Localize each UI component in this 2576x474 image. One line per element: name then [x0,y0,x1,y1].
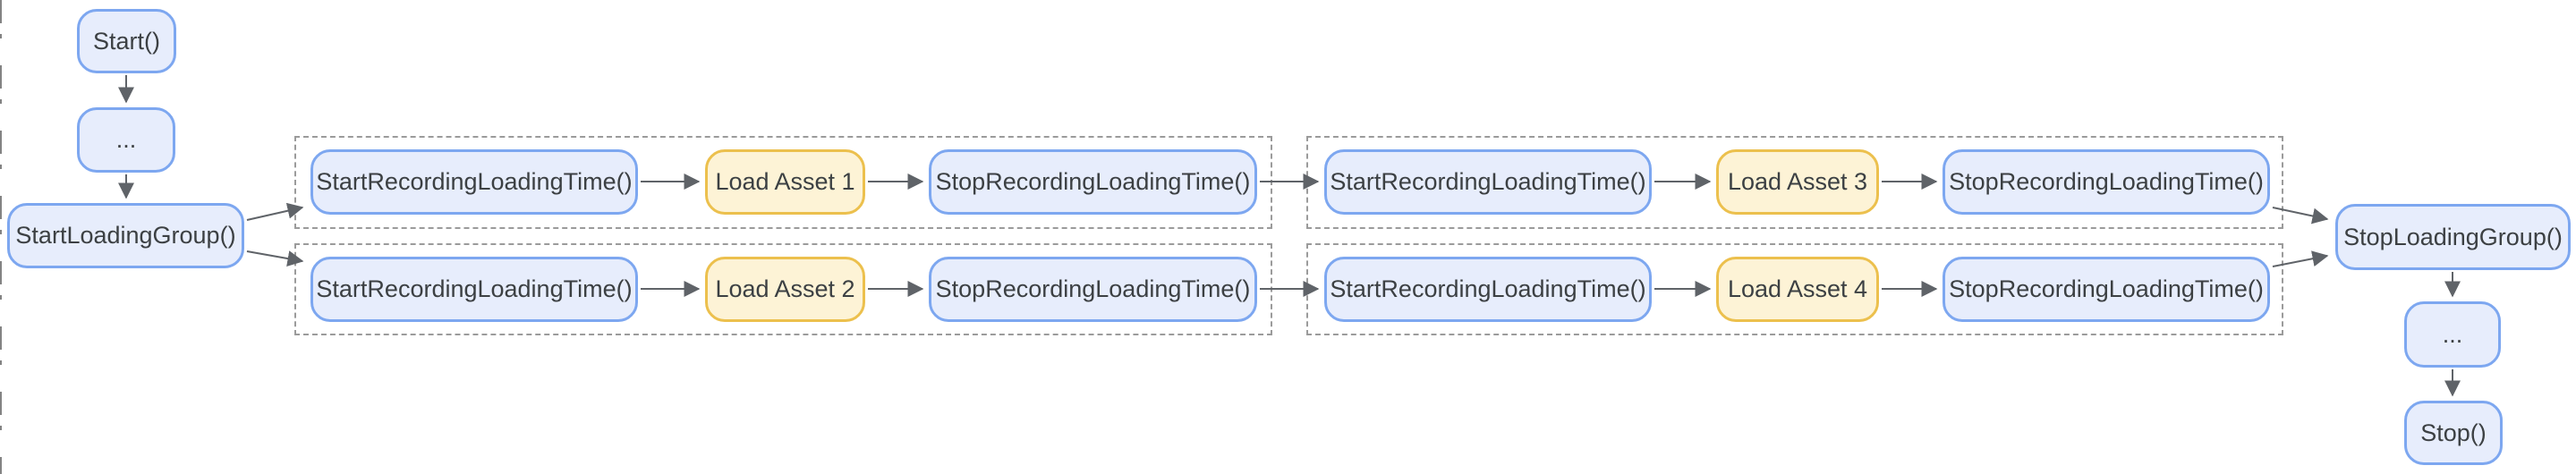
flow-node-stop: Stop() [2404,401,2503,465]
flow-node-start: Start() [77,9,176,73]
arrow-startgroup-to-row1 [246,202,304,221]
flow-node-start-recording-g1r1: StartRecordingLoadingTime() [310,149,638,215]
flow-node-start-recording-g1r2: StartRecordingLoadingTime() [310,257,638,322]
flow-node-stop-recording-g2r1: StopRecordingLoadingTime() [1943,149,2270,215]
flow-node-load-asset-1: Load Asset 1 [705,149,865,215]
flow-node-stop-loading-group: StopLoadingGroup() [2335,204,2571,270]
flow-node-stop-recording-g1r2: StopRecordingLoadingTime() [929,257,1257,322]
flow-node-stop-recording-g2r2: StopRecordingLoadingTime() [1943,257,2270,322]
flow-node-ellipsis-bottom: ... [2404,301,2501,368]
arrow-row2-to-stopgroup [2272,250,2329,267]
flow-node-start-loading-group: StartLoadingGroup() [7,203,244,268]
flow-node-stop-recording-g1r1: StopRecordingLoadingTime() [929,149,1257,215]
flow-node-load-asset-3: Load Asset 3 [1716,149,1879,215]
flow-node-start-recording-g2r2: StartRecordingLoadingTime() [1324,257,1652,322]
flow-node-ellipsis-top: ... [77,107,175,173]
arrow-row1-to-stopgroup [2272,207,2329,224]
flow-node-load-asset-2: Load Asset 2 [705,257,865,322]
flow-node-start-recording-g2r1: StartRecordingLoadingTime() [1324,149,1652,215]
flow-node-load-asset-4: Load Asset 4 [1716,257,1879,322]
arrow-startgroup-to-row2 [246,250,304,267]
